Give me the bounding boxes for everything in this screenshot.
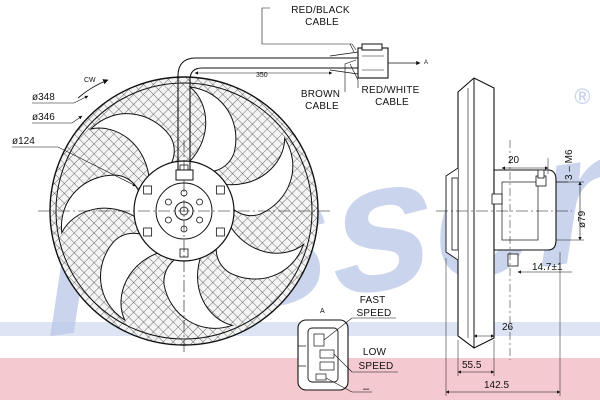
brown-line1: BROWN bbox=[301, 89, 340, 100]
cable-plug bbox=[357, 47, 389, 79]
low-speed-label: LOW SPEED bbox=[359, 347, 394, 372]
fan-side-view bbox=[436, 77, 572, 360]
registered-mark: ® bbox=[574, 84, 591, 109]
fan-blade bbox=[163, 249, 235, 329]
bolt-hole bbox=[196, 216, 203, 224]
fast-speed-label: FAST SPEED bbox=[357, 295, 392, 319]
red-white-leader bbox=[349, 63, 359, 88]
bolt-hole bbox=[196, 198, 203, 206]
shroud-plate bbox=[457, 77, 495, 349]
cable-harness bbox=[175, 43, 421, 181]
fan-blade bbox=[89, 113, 175, 185]
motor-tab bbox=[215, 227, 225, 237]
red-white-line1: RED/WHITE bbox=[362, 85, 420, 96]
fan-blade bbox=[217, 136, 294, 216]
red-black-line1: RED/BLACK bbox=[291, 5, 350, 16]
rotation-arrow-icon bbox=[77, 79, 109, 99]
fan-front-view bbox=[38, 76, 330, 352]
connector-view: A bbox=[297, 308, 349, 391]
diameter-346: ø346 bbox=[32, 112, 55, 123]
red-white-label: RED/WHITE CABLE bbox=[362, 85, 423, 108]
dim-55-5: 55.5 bbox=[462, 360, 482, 371]
low-line1: LOW bbox=[363, 347, 387, 358]
fan-inner-ring bbox=[55, 82, 313, 340]
rotation-label: CW bbox=[84, 77, 96, 84]
motor-tab bbox=[143, 185, 153, 195]
fan-blade bbox=[215, 219, 305, 280]
brown-leader bbox=[344, 59, 357, 92]
diameter-348: ø348 bbox=[32, 92, 55, 103]
minus-leader bbox=[325, 377, 372, 393]
fan-blades bbox=[61, 86, 305, 329]
length-dimension: 350 bbox=[256, 72, 268, 79]
dim-26: 26 bbox=[502, 322, 514, 333]
fast-leader bbox=[323, 317, 396, 341]
fan-blade bbox=[182, 86, 237, 173]
fast-line2: SPEED bbox=[357, 308, 392, 319]
dim-3-m6: 3 – M6 bbox=[564, 149, 575, 180]
fast-line1: FAST bbox=[360, 295, 386, 306]
red-black-leader bbox=[261, 7, 357, 51]
red-black-label: RED/BLACK CABLE bbox=[291, 5, 352, 28]
mounting-stud bbox=[537, 169, 545, 179]
minus-label: – bbox=[363, 383, 370, 395]
dim-142-5: 142.5 bbox=[484, 380, 509, 391]
bolt-hole bbox=[165, 198, 172, 206]
red-black-line2: CABLE bbox=[305, 17, 339, 28]
bolt-hole bbox=[165, 216, 172, 224]
fan-blade bbox=[61, 174, 142, 235]
low-leader bbox=[333, 353, 398, 373]
diameter-124: ø124 bbox=[12, 136, 35, 147]
dim-20: 20 bbox=[508, 155, 520, 166]
dim-14-7: 14.7±1 bbox=[532, 262, 563, 273]
brown-line2: CABLE bbox=[305, 101, 339, 112]
connector-view-label: A bbox=[320, 308, 325, 315]
motor-tab bbox=[143, 227, 153, 237]
dim-79: ø79 bbox=[577, 210, 588, 228]
low-line2: SPEED bbox=[359, 361, 394, 372]
motor-tab bbox=[215, 185, 225, 195]
red-white-line2: CABLE bbox=[375, 97, 409, 108]
brown-label: BROWN CABLE bbox=[301, 89, 343, 112]
side-dimensions: 20 3 – M6 ø79 14.7±1 26 55.5 142.5 bbox=[445, 149, 588, 396]
view-marker-top: A bbox=[424, 60, 428, 66]
fan-blade bbox=[100, 232, 167, 322]
